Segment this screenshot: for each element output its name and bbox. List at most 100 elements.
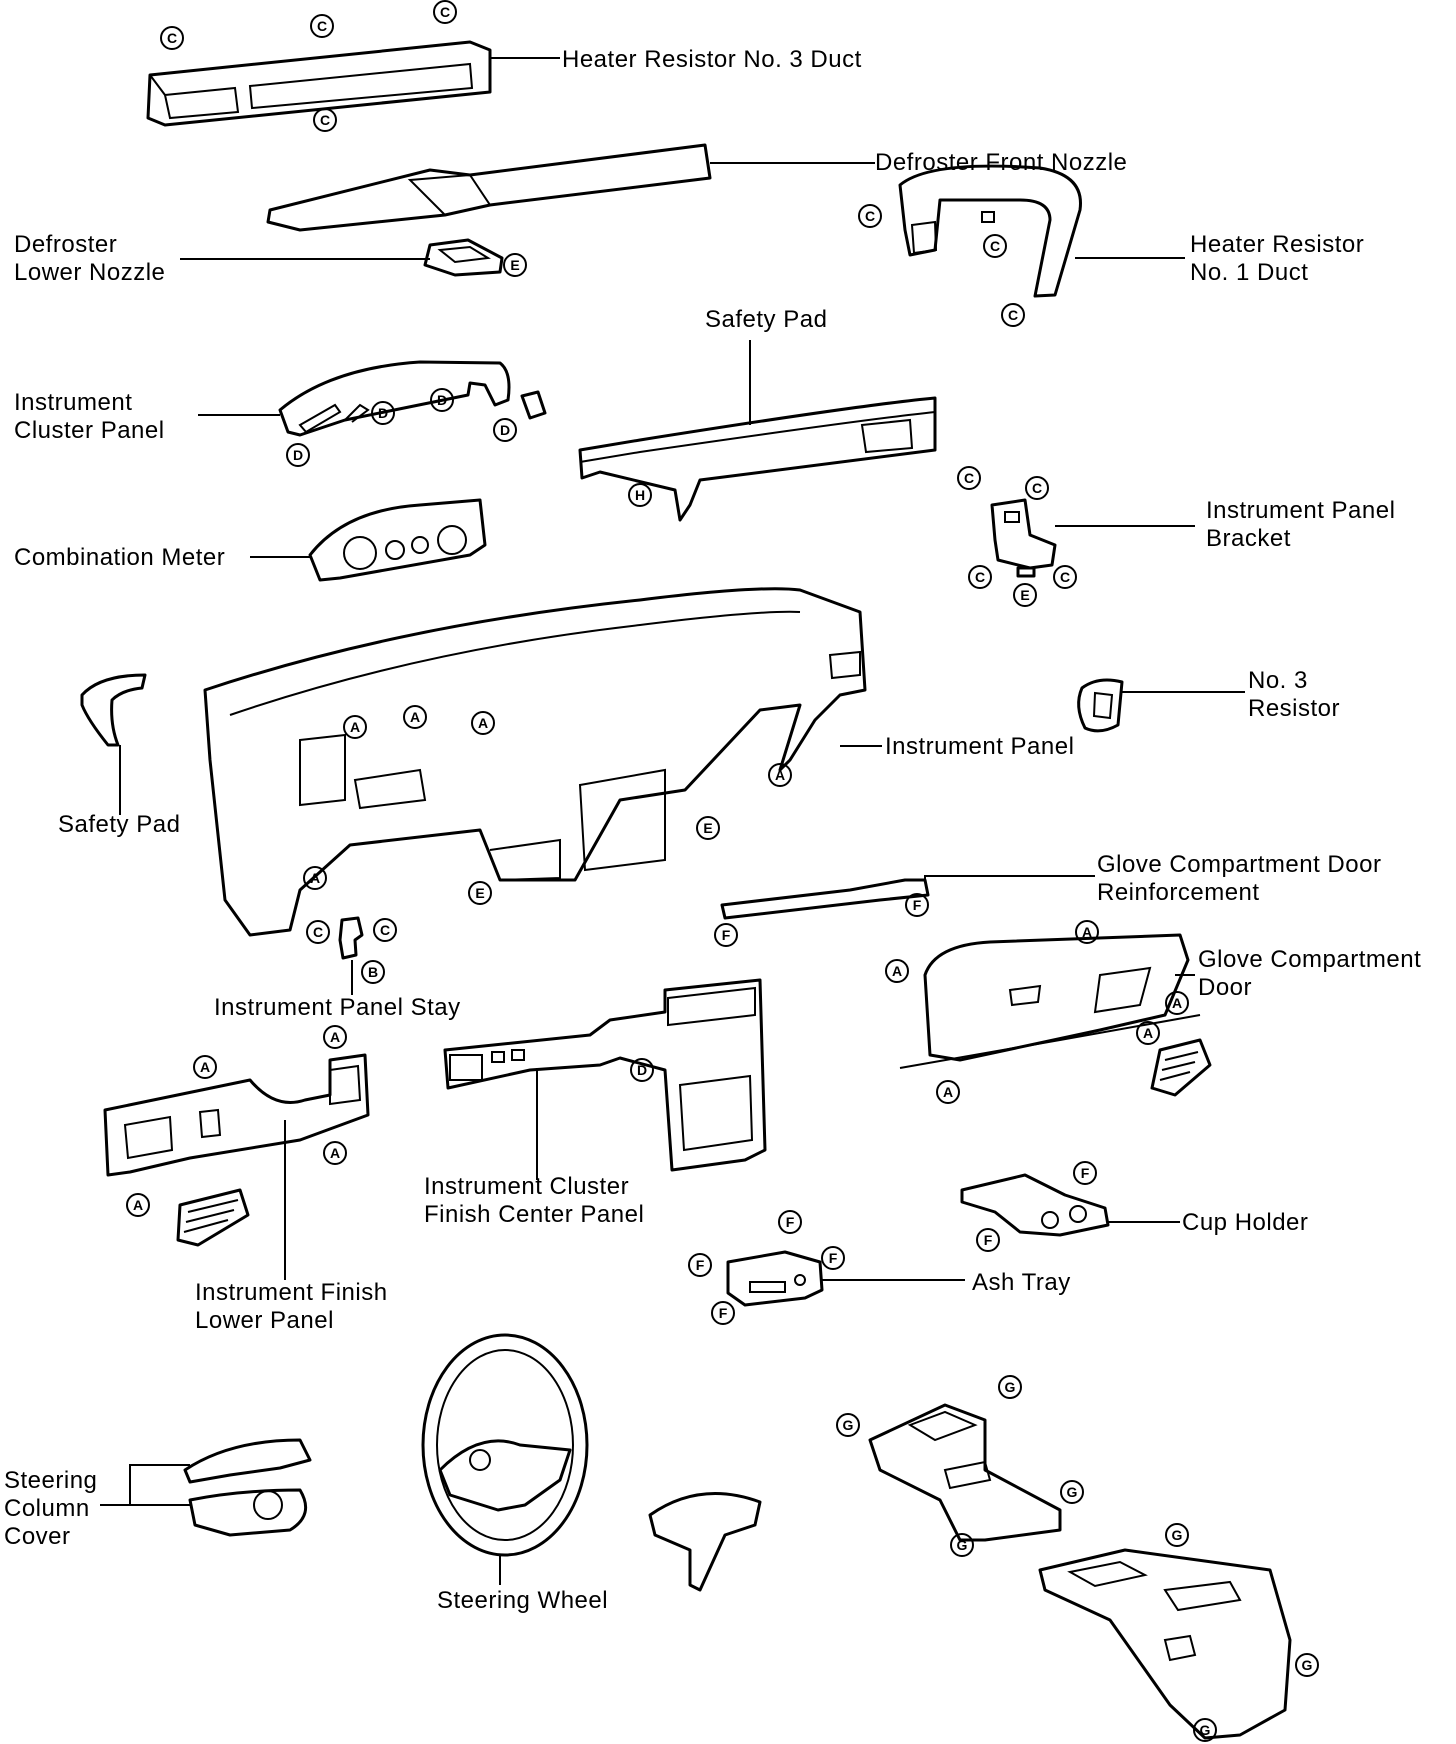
- label-finish-lower-2: Lower Panel: [195, 1307, 334, 1334]
- svg-text:D: D: [437, 392, 447, 408]
- defroster-lower-nozzle-part: [423, 238, 504, 277]
- ref-marker: E: [1013, 583, 1037, 607]
- ref-marker: F: [778, 1210, 802, 1234]
- ref-marker: F: [905, 893, 929, 917]
- ref-marker: C: [858, 204, 882, 228]
- ref-marker: C: [1025, 476, 1049, 500]
- ref-marker: F: [688, 1253, 712, 1277]
- rear-console-part: [1038, 1548, 1292, 1740]
- ref-marker: C: [983, 234, 1007, 258]
- label-no3-resistor-2: Resistor: [1248, 695, 1340, 722]
- ref-marker: H: [628, 483, 652, 507]
- ref-marker: A: [471, 711, 495, 735]
- svg-text:A: A: [1143, 1025, 1153, 1041]
- svg-text:C: C: [380, 922, 390, 938]
- ref-marker: F: [976, 1228, 1000, 1252]
- ref-marker: F: [711, 1301, 735, 1325]
- svg-text:A: A: [330, 1029, 340, 1045]
- glove-reinforcement-part: [720, 878, 930, 920]
- label-instrument-panel-bracket-2: Bracket: [1206, 525, 1291, 552]
- label-glove-door-2: Door: [1198, 974, 1252, 1001]
- safety-pad-top-part: [578, 396, 937, 522]
- ref-marker: C: [310, 14, 334, 38]
- svg-text:A: A: [892, 963, 902, 979]
- ref-marker: A: [303, 866, 327, 890]
- svg-text:G: G: [843, 1417, 854, 1433]
- ref-marker: F: [714, 923, 738, 947]
- svg-text:E: E: [510, 257, 519, 273]
- label-steering-column-cover-3: Cover: [4, 1523, 71, 1550]
- finish-lower-grille-part: [176, 1188, 250, 1247]
- label-combination-meter: Combination Meter: [14, 544, 225, 571]
- upper-console-part: [868, 1403, 1062, 1542]
- svg-text:G: G: [1302, 1657, 1313, 1673]
- label-cup-holder: Cup Holder: [1182, 1209, 1308, 1236]
- ref-marker: B: [361, 960, 385, 984]
- svg-text:G: G: [1067, 1484, 1078, 1500]
- ref-marker: D: [286, 443, 310, 467]
- ash-tray-part: [726, 1250, 824, 1307]
- label-glove-reinforcement: Glove Compartment Door: [1097, 851, 1381, 878]
- ref-marker: G: [1193, 1718, 1217, 1742]
- svg-text:C: C: [964, 470, 974, 486]
- svg-text:D: D: [500, 422, 510, 438]
- ref-marker: E: [503, 253, 527, 277]
- svg-text:F: F: [696, 1257, 705, 1273]
- svg-text:F: F: [829, 1250, 838, 1266]
- label-no3-resistor: No. 3: [1248, 667, 1308, 694]
- label-defroster-front-nozzle: Defroster Front Nozzle: [875, 149, 1127, 176]
- svg-text:A: A: [1082, 924, 1092, 940]
- ref-marker: C: [957, 466, 981, 490]
- instrument-panel-stay-part: [338, 916, 364, 960]
- label-instrument-panel-stay: Instrument Panel Stay: [214, 994, 461, 1021]
- ref-marker: A: [343, 715, 367, 739]
- instrument-panel-part: [203, 587, 867, 937]
- ref-marker: D: [371, 401, 395, 425]
- svg-text:G: G: [1005, 1379, 1016, 1395]
- svg-text:F: F: [1081, 1165, 1090, 1181]
- leader-lines: [100, 57, 1245, 1585]
- ref-marker: A: [323, 1141, 347, 1165]
- svg-text:C: C: [440, 4, 450, 20]
- ref-marker: D: [630, 1058, 654, 1082]
- ref-marker: C: [306, 920, 330, 944]
- svg-text:A: A: [133, 1197, 143, 1213]
- svg-text:A: A: [410, 709, 420, 725]
- label-finish-lower: Instrument Finish: [195, 1279, 388, 1306]
- label-heater-resistor-no1-duct-2: No. 1 Duct: [1190, 259, 1308, 286]
- svg-text:A: A: [310, 870, 320, 886]
- ref-marker: F: [821, 1246, 845, 1270]
- svg-text:G: G: [1200, 1722, 1211, 1738]
- finish-lower-panel-part: [103, 1053, 370, 1177]
- ref-marker: G: [836, 1413, 860, 1437]
- svg-text:C: C: [1032, 480, 1042, 496]
- ref-marker: C: [968, 565, 992, 589]
- label-ash-tray: Ash Tray: [972, 1269, 1071, 1296]
- svg-text:C: C: [320, 112, 330, 128]
- label-heater-resistor-no1-duct: Heater Resistor: [1190, 231, 1364, 258]
- label-cluster-finish-center-2: Finish Center Panel: [424, 1201, 644, 1228]
- combination-meter-part: [308, 498, 487, 582]
- ref-marker: G: [1295, 1653, 1319, 1677]
- instrument-panel-bracket-part: [990, 498, 1057, 578]
- ref-marker: G: [950, 1533, 974, 1557]
- label-glove-door: Glove Compartment: [1198, 946, 1421, 973]
- svg-text:F: F: [786, 1214, 795, 1230]
- ref-marker: A: [936, 1080, 960, 1104]
- label-cluster-finish-center: Instrument Cluster: [424, 1173, 629, 1200]
- label-steering-column-cover-2: Column: [4, 1495, 90, 1522]
- steering-wheel-part: [421, 1333, 589, 1557]
- svg-text:A: A: [775, 767, 785, 783]
- svg-text:B: B: [368, 964, 378, 980]
- svg-text:F: F: [984, 1232, 993, 1248]
- label-steering-column-cover: Steering: [4, 1467, 97, 1494]
- svg-text:A: A: [478, 715, 488, 731]
- ref-marker: E: [468, 881, 492, 905]
- ref-marker: D: [430, 388, 454, 412]
- svg-text:E: E: [703, 820, 712, 836]
- heater-resistor-no3-duct-part: [146, 40, 492, 127]
- ref-marker: C: [313, 108, 337, 132]
- svg-text:A: A: [200, 1059, 210, 1075]
- label-defroster-lower-nozzle-2: Lower Nozzle: [14, 259, 165, 286]
- ref-marker: A: [1165, 991, 1189, 1015]
